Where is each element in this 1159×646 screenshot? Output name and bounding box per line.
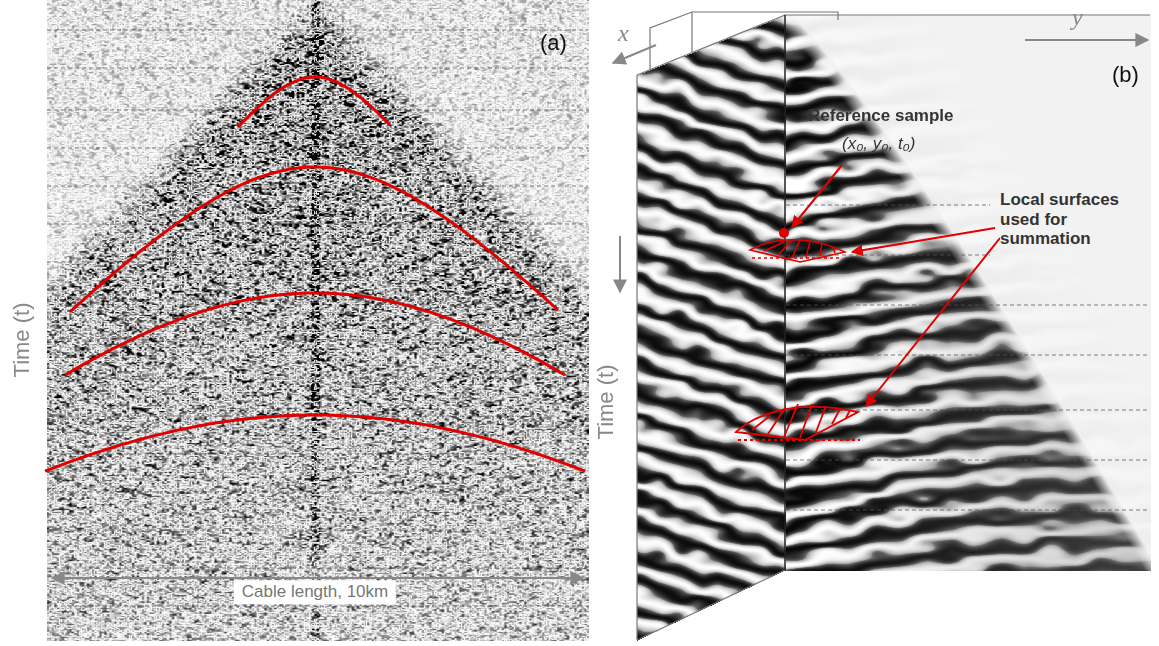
label: Reference sample	[808, 106, 954, 126]
grid-line	[786, 255, 990, 256]
grid-line	[47, 110, 588, 111]
grid-line	[47, 300, 588, 301]
label: (x₀, y₀, t₀)	[842, 134, 915, 154]
label: x	[618, 20, 629, 48]
label: y	[1072, 4, 1083, 32]
grid-line	[47, 30, 588, 31]
time-grid	[786, 205, 1150, 510]
grid-line	[786, 305, 1150, 306]
label: (a)	[540, 30, 567, 55]
moveout-curve	[65, 293, 565, 375]
axis-arrow	[619, 236, 621, 292]
grid-line	[47, 568, 588, 569]
local-surface	[750, 240, 845, 262]
reference-dot	[779, 228, 789, 238]
grid-line	[786, 460, 1150, 461]
callout-arrow	[792, 165, 1000, 406]
grid-line	[47, 492, 588, 493]
moveout-curve	[70, 167, 558, 312]
moveout-curves	[45, 77, 585, 471]
grid-line	[47, 148, 588, 149]
cube-edge	[784, 15, 786, 570]
axis-arrow	[1025, 39, 1148, 41]
label: Time (t)	[9, 303, 34, 378]
label: Local surfaces used for summation	[1000, 190, 1140, 249]
axis-arrow	[613, 45, 656, 63]
local-surface	[736, 404, 860, 440]
label: Time (t)	[593, 365, 618, 440]
grid-line	[47, 454, 588, 455]
grid-line	[786, 510, 1150, 511]
grid-line	[47, 224, 588, 225]
grid-line	[47, 606, 588, 607]
grid-line	[47, 530, 588, 531]
grid-line	[47, 186, 588, 187]
moveout-curve	[45, 415, 585, 471]
moveout-curve	[238, 77, 390, 127]
grid-line	[47, 68, 588, 69]
time-grid	[47, 30, 588, 606]
grid-line	[786, 205, 990, 206]
grid-line	[786, 355, 1150, 356]
dimension-arrow	[52, 577, 583, 579]
label: (b)	[1112, 62, 1139, 87]
label: Cable length, 10km	[234, 580, 396, 604]
cube-frame	[637, 12, 1150, 640]
grid-line	[47, 378, 588, 379]
